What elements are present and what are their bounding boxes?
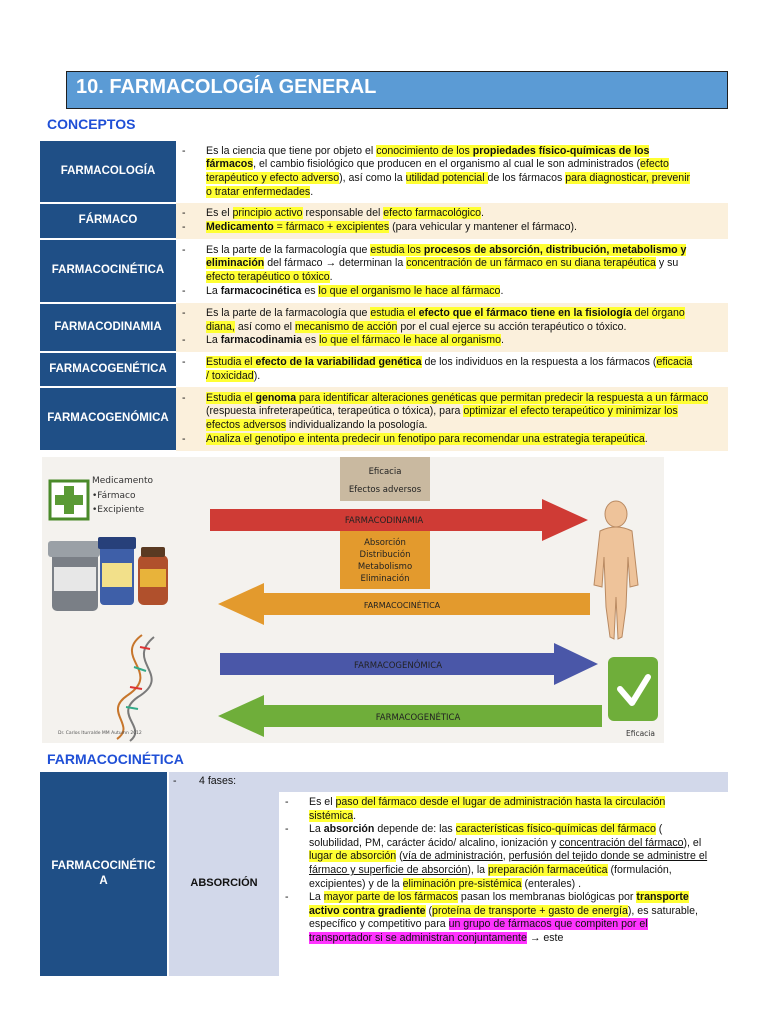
row-desc-farmaco: - Es el principio activo responsable del…: [176, 203, 728, 239]
row-label-farmacodinamia: FARMACODINAMIA: [40, 303, 176, 353]
row-label-farmacogenetica: FARMACOGENÉTICA: [40, 352, 176, 388]
table-row: FARMACOCINÉTIC A -4 fases:: [40, 772, 728, 976]
table-row: ABSORCIÓN - Es el paso del fármaco desde…: [40, 792, 728, 976]
eficacia-check-icon: [608, 657, 658, 721]
farmacodinamia-arrow: FARMACODINAMIA: [210, 499, 588, 541]
list-item: - Analiza el genotipo e intenta predecir…: [182, 432, 648, 445]
list-item: - Es la ciencia que tiene por objeto el …: [182, 144, 691, 198]
adme-box: [340, 531, 430, 589]
medicine-cross-icon: [48, 479, 90, 521]
effects-box-adversos: Efectos adversos: [349, 485, 422, 495]
eficacia-caption: Eficacia: [626, 729, 655, 738]
row-desc-farmacogenetica: - Estudia el efecto de la variabilidad g…: [176, 352, 728, 387]
legend-medicamento: Medicamento: [92, 476, 154, 486]
adme-eliminacion: Eliminación: [361, 573, 410, 584]
diagram-canvas: Medicamento •Fármaco •Excipiente Dr. Car…: [48, 457, 658, 742]
list-item: - La absorción depende de: las caracterí…: [285, 823, 708, 890]
table-row: FARMACODINAMIA - Es la parte de la farma…: [40, 303, 728, 353]
list-item: - Es el paso del fármaco desde el lugar …: [285, 796, 666, 822]
fk-row-label: FARMACOCINÉTIC A: [40, 772, 169, 976]
row-label-farmaco: FÁRMACO: [40, 203, 176, 240]
farmacogenomica-arrow-label: FARMACOGENÓMICA: [354, 659, 442, 671]
table-row: FARMACOGENÓMICA - Estudia el genoma para…: [40, 387, 728, 452]
fk-fases-row: -4 fases:: [168, 772, 728, 792]
row-desc-farmacodinamia: - Es la parte de la farmacología que est…: [176, 303, 728, 352]
list-item: - La farmacocinética es lo que el organi…: [182, 284, 504, 297]
table-row: FARMACOLOGÍA - Es la ciencia que tiene p…: [40, 141, 728, 204]
adme-absorcion: Absorción: [364, 537, 406, 548]
list-item: - Es la parte de la farmacología que est…: [182, 243, 687, 283]
list-item: - Estudia el genoma para identificar alt…: [182, 391, 709, 431]
farmacocinetica-table: FARMACOCINÉTIC A -4 fases: ABSORCIÓN - E…: [40, 772, 728, 976]
list-item: - Medicamento = fármaco + excipientes (p…: [182, 221, 577, 233]
adme-metabolismo: Metabolismo: [358, 562, 412, 572]
fk-absorcion-label: ABSORCIÓN: [168, 792, 279, 976]
list-item: - Estudia el efecto de la variabilidad g…: [182, 355, 693, 382]
conceptos-table: FARMACOLOGÍA - Es la ciencia que tiene p…: [40, 141, 728, 452]
farmacocinetica-arrow: FARMACOCINÉTICA: [218, 583, 590, 625]
list-item: - La farmacodinamia es lo que el fármaco…: [182, 334, 504, 347]
row-desc-farmacocinetica: - Es la parte de la farmacología que est…: [176, 239, 728, 303]
adme-distribucion: Distribución: [360, 549, 411, 560]
farmacogenetica-arrow-label: FARMACOGENÉTICA: [376, 711, 461, 723]
table-row: FARMACOGENÉTICA - Estudia el efecto de l…: [40, 352, 728, 388]
list-item: - La mayor parte de los fármacos pasan l…: [285, 891, 698, 944]
figure-credit: Dr. Carlos Iturralde MM Autumn 2012: [58, 730, 142, 736]
dna-helix-icon: [116, 634, 155, 742]
table-row: FÁRMACO - Es el principio activo respons…: [40, 203, 728, 240]
row-desc-farmacologia: - Es la ciencia que tiene por objeto el …: [176, 141, 728, 203]
human-body-icon: [593, 500, 639, 640]
section-title-bar: 10. FARMACOLOGÍA GENERAL: [66, 71, 728, 109]
list-item: - Es el principio activo responsable del…: [182, 207, 484, 220]
farmacodinamia-arrow-label: FARMACODINAMIA: [345, 516, 424, 526]
legend-excipiente: •Excipiente: [92, 505, 145, 515]
page-title: 10. FARMACOLOGÍA GENERAL: [76, 76, 377, 98]
list-item: - Es la parte de la farmacología que est…: [182, 307, 685, 333]
farmacogenomica-arrow: FARMACOGENÓMICA: [220, 643, 598, 685]
farmacogenetica-arrow: FARMACOGENÉTICA: [218, 695, 602, 737]
farmacocinetica-arrow-label: FARMACOCINÉTICA: [364, 599, 441, 610]
effects-box-eficacia: Eficacia: [369, 467, 402, 477]
fk-absorcion-desc: - Es el paso del fármaco desde el lugar …: [279, 792, 728, 976]
row-label-farmacogenomica: FARMACOGENÓMICA: [40, 387, 176, 452]
row-label-farmacologia: FARMACOLOGÍA: [40, 141, 176, 204]
fk-fases: 4 fases:: [199, 775, 237, 788]
medicine-bottles-icon: [48, 537, 168, 611]
effects-box: [340, 457, 430, 501]
table-row: FARMACOCINÉTICA - Es la parte de la farm…: [40, 239, 728, 304]
conceptos-heading: CONCEPTOS: [47, 116, 136, 132]
pharmacology-diagram: Medicamento •Fármaco •Excipiente Dr. Car…: [42, 457, 664, 743]
legend-farmaco: •Fármaco: [92, 491, 136, 501]
farmacocinetica-heading: FARMACOCINÉTICA: [47, 751, 184, 767]
row-label-farmacocinetica: FARMACOCINÉTICA: [40, 239, 176, 304]
row-desc-farmacogenomica: - Estudia el genoma para identificar alt…: [176, 387, 728, 451]
